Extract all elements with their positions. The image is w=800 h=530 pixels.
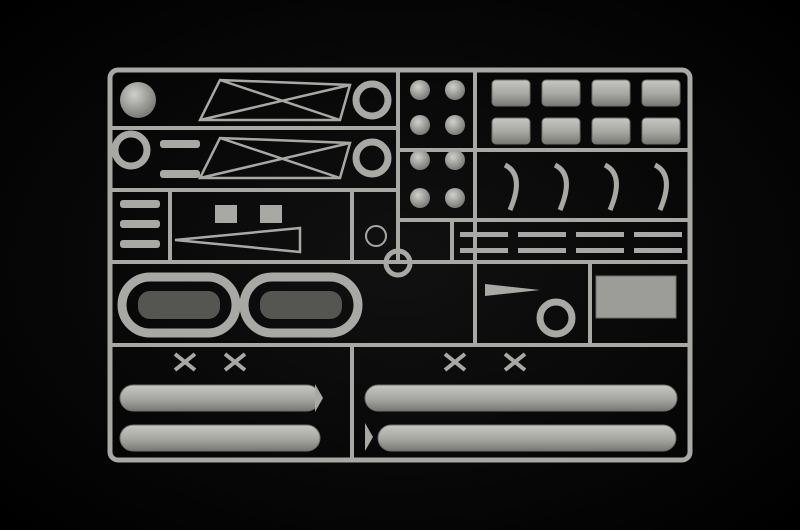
inflatable-raft — [239, 272, 363, 338]
torpedo — [377, 424, 677, 452]
wheel — [365, 225, 387, 247]
truss-frame — [174, 226, 302, 254]
drum — [591, 117, 631, 145]
drum — [491, 79, 531, 107]
small-sphere — [410, 115, 430, 135]
rod-part — [460, 248, 508, 253]
drum — [541, 117, 581, 145]
small-sphere — [410, 188, 430, 208]
small-part — [120, 200, 160, 208]
small-part — [120, 240, 160, 248]
rod-part — [634, 232, 682, 237]
small-sphere — [410, 80, 430, 100]
drum — [541, 79, 581, 107]
rod-part — [518, 248, 566, 253]
torpedo — [119, 424, 321, 452]
ring — [352, 138, 392, 178]
small-sphere — [445, 188, 465, 208]
small-sphere — [445, 115, 465, 135]
curved-bracket — [503, 162, 519, 211]
raft-floor — [260, 291, 342, 319]
rod-part — [576, 248, 624, 253]
propeller — [503, 352, 527, 372]
torpedo — [364, 384, 678, 412]
small-part — [160, 140, 200, 148]
sphere — [120, 82, 156, 118]
curved-bracket — [553, 162, 569, 211]
drum — [641, 79, 681, 107]
rod-part — [460, 232, 508, 237]
propeller — [173, 352, 197, 372]
drum — [491, 117, 531, 145]
small-box — [215, 205, 237, 223]
torpedo-fin — [315, 384, 323, 412]
small-part — [120, 220, 160, 228]
runner-hub — [383, 248, 413, 278]
drum — [591, 79, 631, 107]
small-sphere — [445, 150, 465, 170]
truss-frame — [197, 78, 352, 122]
small-box — [260, 205, 282, 223]
inflatable-raft — [117, 272, 241, 338]
curved-bracket — [653, 162, 669, 211]
rod-part — [576, 232, 624, 237]
small-sphere — [410, 150, 430, 170]
truss-frame — [197, 136, 352, 180]
raft-floor — [138, 291, 220, 319]
torpedo-fin — [365, 423, 373, 451]
drum — [641, 117, 681, 145]
ring — [111, 130, 151, 170]
curved-bracket — [603, 162, 619, 211]
propeller — [443, 352, 467, 372]
dart-part — [485, 284, 540, 296]
ring — [352, 80, 392, 120]
torpedo — [119, 384, 321, 412]
ring — [536, 298, 576, 338]
small-sphere — [445, 80, 465, 100]
panel — [595, 275, 677, 319]
rod-part — [518, 232, 566, 237]
propeller — [223, 352, 247, 372]
rod-part — [634, 248, 682, 253]
small-part — [160, 170, 200, 178]
